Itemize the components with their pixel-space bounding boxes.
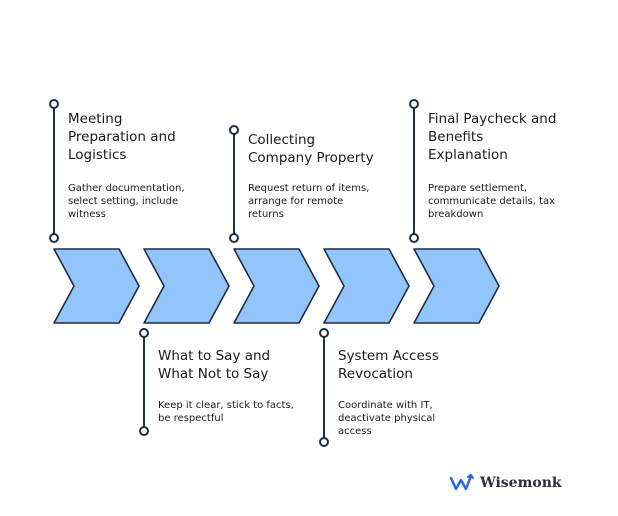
step-4-connector-line	[323, 333, 325, 441]
wisemonk-logo: Wisemonk	[450, 474, 562, 492]
step-1-dot-bottom	[49, 233, 59, 243]
step-2-chevron	[143, 248, 230, 324]
step-4-dot-bottom	[319, 437, 329, 447]
step-2-title: What to Say and What Not to Say	[158, 348, 271, 382]
step-5-dot-bottom	[409, 233, 419, 243]
step-2-dot-top	[139, 328, 149, 338]
step-2-connector-line	[143, 333, 145, 428]
step-2-dot-bottom	[139, 426, 149, 436]
step-4-title: System Access Revocation	[338, 348, 439, 382]
step-3-chevron	[233, 248, 320, 324]
step-1-connector-line	[53, 104, 55, 236]
step-1-title: Meeting Preparation and Logistics	[68, 111, 176, 163]
step-4-chevron	[323, 248, 410, 324]
step-2-description: Keep it clear, stick to facts, be respec…	[158, 400, 294, 424]
step-5-description: Prepare settlement, communicate details,…	[428, 183, 556, 220]
step-5-chevron	[413, 248, 500, 324]
logo-text: Wisemonk	[480, 475, 562, 491]
step-5-title: Final Paycheck and Benefits Explanation	[428, 111, 557, 163]
wisemonk-logo-icon	[450, 474, 474, 491]
step-5-connector-line	[413, 104, 415, 236]
step-3-dot-top	[229, 125, 239, 135]
step-4-dot-top	[319, 328, 329, 338]
step-3-description: Request return of items, arrange for rem…	[248, 183, 370, 220]
step-1-description: Gather documentation, select setting, in…	[68, 183, 185, 220]
step-4-description: Coordinate with IT, deactivate physical …	[338, 400, 436, 437]
step-5-dot-top	[409, 99, 419, 109]
step-3-dot-bottom	[229, 233, 239, 243]
step-3-title: Collecting Company Property	[248, 132, 374, 166]
step-1-chevron	[53, 248, 140, 324]
step-3-connector-line	[233, 130, 235, 236]
step-1-dot-top	[49, 99, 59, 109]
